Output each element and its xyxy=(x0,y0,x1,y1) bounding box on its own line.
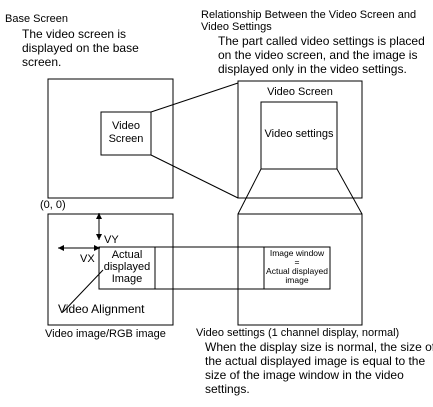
base-screen-box xyxy=(47,78,174,199)
video-screen-label: Video Screen xyxy=(267,86,333,98)
settings-desc-line-2: the actual displayed image is equal to t… xyxy=(205,354,425,368)
video-image-caption: Video image/RGB image xyxy=(45,328,166,340)
actual-image-label-1: Actual xyxy=(112,249,143,261)
actual-image-box xyxy=(98,246,156,290)
actual-image-label-3: Image xyxy=(112,273,143,285)
video-image-box xyxy=(47,213,174,326)
base-screen-desc-line-3: screen. xyxy=(22,55,61,69)
relationship-desc-line-3: displayed only in the video settings. xyxy=(218,62,407,76)
vy-arrow-up-head xyxy=(96,213,102,219)
video-settings-caption: Video settings (1 channel display, norma… xyxy=(196,327,399,339)
zoom-line-left xyxy=(237,168,262,215)
video-screen-small-label-2: Screen xyxy=(109,133,144,145)
video-alignment-label: Video Alignment xyxy=(58,302,145,316)
video-settings-label: Video settings xyxy=(265,128,334,140)
image-window-label-2: = xyxy=(295,257,300,267)
image-window-label-1: Image window xyxy=(270,248,325,258)
vy-arrow-down-head xyxy=(96,234,102,240)
origin-label: (0, 0) xyxy=(40,199,66,211)
image-window-box xyxy=(263,246,331,290)
zoom-line-right xyxy=(336,168,363,215)
base-screen-desc-line-2: displayed on the base xyxy=(22,41,139,55)
actual-image-label-2: displayed xyxy=(104,261,150,273)
base-screen-desc-line-1: The video screen is xyxy=(22,27,126,41)
vx-arrow-right-head xyxy=(94,245,100,251)
vx-arrow-left-head xyxy=(58,245,64,251)
settings-desc-line-1: When the display size is normal, the siz… xyxy=(205,340,433,354)
image-window-label-4: image xyxy=(285,275,308,285)
connector-top xyxy=(150,82,239,113)
relationship-desc-line-1: The part called video settings is placed xyxy=(218,34,425,48)
video-screen-small-box xyxy=(100,111,152,156)
video-screen-box xyxy=(237,80,363,199)
base-screen-heading: Base Screen xyxy=(5,13,68,25)
alignment-leader-line xyxy=(62,269,104,313)
video-screen-small-label-1: Video xyxy=(112,120,140,132)
relationship-heading-line-1: Relationship Between the Video Screen an… xyxy=(201,9,416,21)
relationship-heading-line-2: Video Settings xyxy=(201,21,272,33)
vx-label: VX xyxy=(80,253,95,265)
settings-desc-line-3: size of the image window in the video xyxy=(205,368,404,382)
video-settings-detail-box xyxy=(237,213,363,326)
settings-desc-line-4: settings. xyxy=(205,382,250,396)
video-settings-box xyxy=(260,101,338,170)
vy-label: VY xyxy=(104,234,119,246)
relationship-desc-line-2: on the video screen, and the image is xyxy=(218,48,417,62)
image-window-label-3: Actual displayed xyxy=(266,266,328,276)
connector-bottom xyxy=(150,154,239,199)
